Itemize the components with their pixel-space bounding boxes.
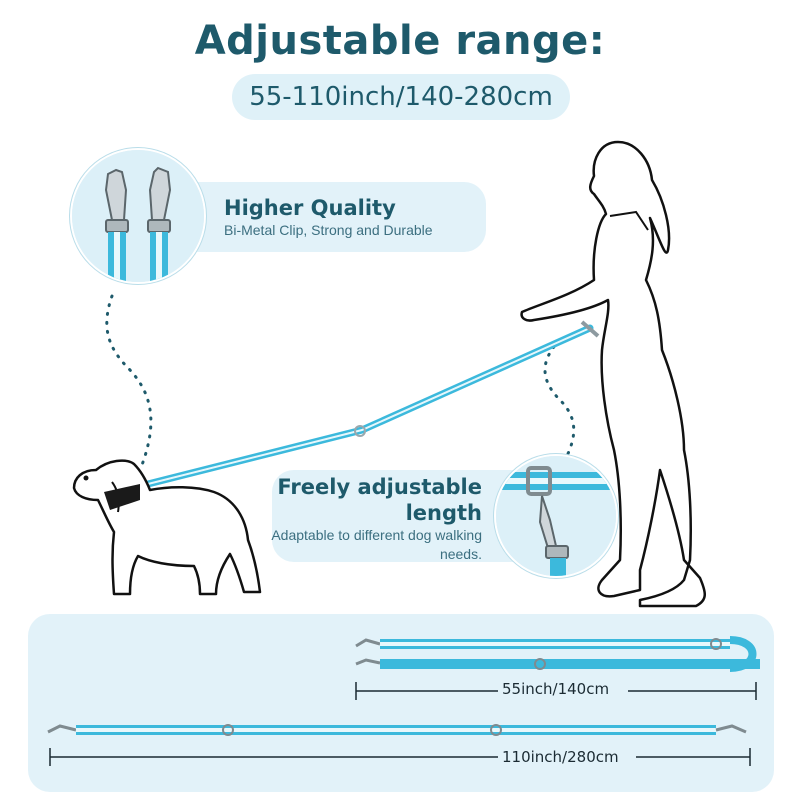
long-length-label: 110inch/280cm [500, 748, 621, 766]
short-dimension-line [355, 682, 757, 700]
long-dimension-line [49, 748, 751, 766]
adjustable-clip-icon [496, 456, 616, 576]
page-title: Adjustable range: [194, 18, 606, 64]
bimetal-clip-icon [72, 150, 204, 282]
woman-icon [520, 140, 706, 608]
leash-reflective-line [139, 327, 591, 487]
quality-title: Higher Quality [224, 196, 396, 220]
connector-dots-1 [105, 294, 153, 472]
adjustable-title-line2: length [405, 501, 482, 525]
short-leash-strands [355, 636, 760, 672]
clip-detail-circle [70, 148, 206, 284]
adjust-detail-circle [494, 454, 618, 578]
adjustable-title: Freely adjustable length [277, 474, 482, 526]
dog-eye-icon [83, 475, 89, 481]
adjustable-title-line1: Freely adjustable [277, 475, 482, 499]
woman-shirt-line [609, 210, 649, 231]
leash-handle-clip-icon [580, 320, 600, 338]
long-leash-strand [47, 724, 747, 736]
quality-subtitle: Bi-Metal Clip, Strong and Durable [224, 222, 433, 238]
dog-collar-icon [104, 484, 140, 510]
short-length-label: 55inch/140cm [500, 680, 612, 698]
range-badge: 55-110inch/140-280cm [232, 74, 570, 120]
leash-o-ring-icon [354, 425, 366, 437]
adjustable-subtitle: Adaptable to different dog walking needs… [271, 527, 482, 562]
